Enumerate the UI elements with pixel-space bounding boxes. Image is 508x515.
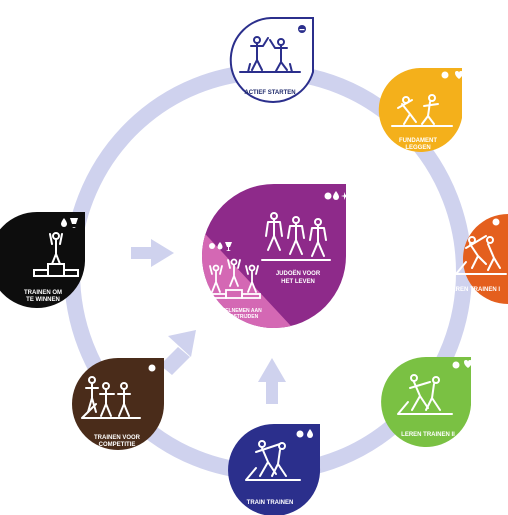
deelnemen-aan-wedstrijden-label-2: WEDSTRIJDEN: [222, 314, 259, 320]
stage-central: JUDOËN VOOR HET LEVEN DEELNEMEN AAN WEDS…: [202, 184, 349, 328]
arrow-from-trainen-om-te-winnen: [131, 239, 174, 267]
smiley-icon: [148, 364, 156, 372]
drop-icon: [333, 191, 339, 200]
arrow-from-trainen-voor-competitie: [160, 330, 196, 375]
trainen-voor-competitie-label-2: COMPETITIE: [99, 442, 136, 448]
stage-leren-trainen-1: LEREN TRAINEN I: [448, 214, 508, 304]
judoka-throw-icon: [245, 440, 301, 481]
stage-trainen-om-te-winnen: TRAINEN OM TE WINNEN: [0, 212, 85, 308]
smiley-icon: [452, 361, 460, 369]
podium-icon: [33, 232, 79, 277]
smiley-icon: [441, 71, 449, 79]
cup-icon: [70, 218, 78, 228]
smiley-icon: [209, 243, 215, 249]
actief-starten-label: ACTIEF STARTEN: [244, 90, 295, 96]
stage-trainen-voor-competitie: TRAINEN VOOR COMPETITIE: [72, 358, 164, 450]
judoka-throw-icon: [391, 94, 453, 127]
judoka-throw-icon: [455, 235, 507, 275]
fundament-leggen-label-2: LEGGEN: [405, 145, 430, 151]
stage-actief-starten: ACTIEF STARTEN: [229, 17, 314, 103]
drop-icon: [307, 429, 313, 438]
judoka-throw-icon: [397, 374, 453, 415]
fundament-leggen-label-1: FUNDAMENT: [399, 138, 437, 144]
judoka-pair-icon: [239, 36, 301, 73]
trainen-om-te-winnen-label-1: TRAINEN OM: [24, 290, 62, 296]
stage-fundament-leggen: FUNDAMENT LEGGEN: [378, 68, 463, 152]
heart-icon: [464, 360, 472, 368]
judoen-voor-het-leven-label-1: JUDOËN VOOR: [276, 270, 321, 277]
drop-icon: [217, 242, 223, 250]
leren-trainen-1-label: LEREN TRAINEN I: [448, 287, 500, 293]
train-trainen-label: TRAIN TRAINEN: [247, 500, 294, 506]
smiley-icon: [492, 218, 500, 226]
three-judoka-icon: [261, 212, 331, 261]
judoka-pair-icon: [81, 376, 141, 419]
smiley-icon: [324, 192, 332, 200]
drop-icon: [61, 218, 67, 227]
stage-leren-trainen-2: LEREN TRAINEN II: [381, 357, 472, 447]
deelnemen-aan-wedstrijden-label-1: DEELNEMEN AAN: [218, 308, 262, 314]
smiley-icon: [296, 430, 304, 438]
cup-icon: [225, 242, 232, 251]
trainen-voor-competitie-label-1: TRAINEN VOOR: [94, 435, 141, 441]
arrow-from-train-trainen: [258, 358, 286, 404]
leren-trainen-2-label: LEREN TRAINEN II: [401, 432, 455, 438]
podium-judoka-icon: [207, 258, 261, 299]
airplane-icon: [341, 192, 349, 200]
trainen-om-te-winnen-label-2: TE WINNEN: [26, 297, 60, 303]
smiley-icon: [298, 25, 306, 33]
heart-icon: [455, 71, 463, 79]
stage-train-trainen: TRAIN TRAINEN: [228, 424, 321, 515]
judoen-voor-het-leven-label-2: HET LEVEN: [281, 279, 315, 285]
